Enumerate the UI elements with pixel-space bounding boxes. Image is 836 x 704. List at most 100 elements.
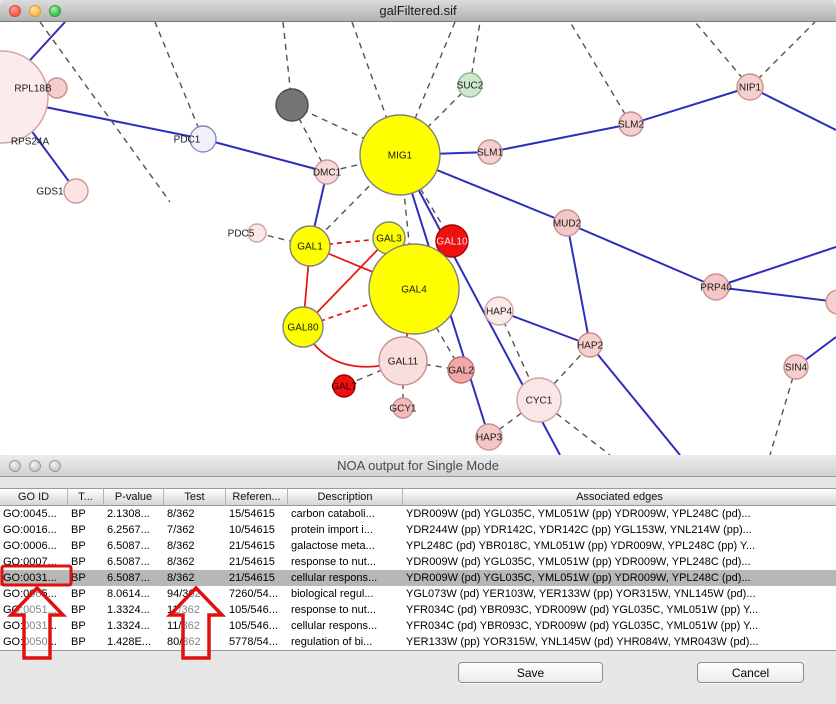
cell-go-id: GO:0065...: [3, 588, 57, 600]
cell-go-id: GO:0051...: [3, 604, 57, 616]
network-node-HAP4[interactable]: [484, 296, 514, 326]
cell-type: BP: [71, 588, 86, 600]
network-edge: [202, 138, 328, 173]
network-node-GAL10[interactable]: [435, 224, 469, 258]
network-node-DMC1[interactable]: [314, 159, 340, 185]
column-header-description[interactable]: Description: [288, 489, 403, 506]
column-header-go-id[interactable]: GO ID: [0, 489, 68, 506]
column-header-p-value[interactable]: P-value: [104, 489, 164, 506]
network-node-GCY1[interactable]: [392, 397, 414, 419]
node-label-GAL1: GAL1: [297, 242, 323, 253]
column-header-test[interactable]: Test: [164, 489, 226, 506]
network-edge: [715, 286, 836, 303]
zoom-button[interactable]: [49, 460, 61, 472]
close-button[interactable]: [9, 5, 21, 17]
cell-associated-edges: YDR009W (pd) YGL035C, YML051W (pp) YDR00…: [406, 556, 751, 568]
cell-test: 11/362: [167, 604, 200, 616]
cell-test: 80/362: [167, 636, 201, 648]
network-node-GAL80[interactable]: [282, 306, 324, 348]
cell-reference: 21/54615: [229, 572, 275, 584]
network-node-GAL4[interactable]: [368, 243, 460, 335]
cell-p-value: 1.428E...: [107, 636, 152, 648]
network-node-CYC1[interactable]: [516, 377, 562, 423]
cell-go-id: GO:0050...: [3, 636, 57, 648]
node-label-GAL7: GAL7: [331, 382, 357, 393]
network-node-edge-node-right[interactable]: [825, 289, 836, 315]
node-label-GAL3: GAL3: [376, 234, 402, 245]
network-edge: [39, 22, 171, 203]
cell-go-id: GO:0031...: [3, 620, 57, 632]
node-label-SLM1: SLM1: [477, 148, 504, 159]
network-node-GDS1[interactable]: [63, 178, 89, 204]
network-node-MIG1[interactable]: [359, 114, 441, 196]
cell-p-value: 6.5087...: [107, 540, 150, 552]
cell-description: protein import i...: [291, 524, 373, 536]
column-header-t-[interactable]: T...: [68, 489, 104, 506]
node-label-GAL10: GAL10: [436, 237, 468, 248]
network-node-PDC5[interactable]: [247, 223, 267, 243]
cell-reference: 21/54615: [229, 556, 275, 568]
network-edge: [44, 106, 204, 140]
node-label-GDS1: GDS1: [36, 187, 64, 198]
cell-type: BP: [71, 572, 86, 584]
cancel-button[interactable]: Cancel: [697, 662, 804, 683]
node-label-SLM2: SLM2: [618, 120, 645, 131]
cell-go-id: GO:0006...: [3, 540, 57, 552]
network-edge: [569, 22, 632, 125]
network-node-RPL18B[interactable]: [46, 77, 68, 99]
cell-description: cellular respons...: [291, 620, 378, 632]
minimize-button[interactable]: [29, 460, 41, 472]
cell-description: response to nut...: [291, 556, 376, 568]
network-node-NIP1[interactable]: [736, 73, 764, 101]
network-node-GAL11[interactable]: [378, 336, 428, 386]
network-node-PRP40[interactable]: [702, 273, 730, 301]
traffic-lights-inactive: [9, 460, 61, 472]
cell-associated-edges: YDR009W (pd) YGL035C, YML051W (pp) YDR00…: [406, 572, 751, 584]
noa-window-titlebar[interactable]: NOA output for Single Mode: [0, 455, 836, 477]
node-label-HAP4: HAP4: [486, 307, 513, 318]
save-button[interactable]: Save: [458, 662, 603, 683]
zoom-button[interactable]: [49, 5, 61, 17]
network-node-PDC1[interactable]: [189, 125, 217, 153]
minimize-button[interactable]: [29, 5, 41, 17]
column-header-associated-edges[interactable]: Associated edges: [403, 489, 836, 506]
network-node-SUC2[interactable]: [457, 72, 483, 98]
network-node-SIN4[interactable]: [783, 354, 809, 380]
cell-reference: 10/54615: [229, 524, 275, 536]
cell-p-value: 6.5087...: [107, 556, 150, 568]
network-node-HAP2[interactable]: [577, 332, 603, 358]
network-node-HAP3[interactable]: [475, 423, 503, 451]
cell-go-id: GO:0045...: [3, 508, 57, 520]
network-node-MUD2[interactable]: [553, 209, 581, 237]
network-node-SLM1[interactable]: [477, 139, 503, 165]
cell-associated-edges: YFR034C (pd) YBR093C, YDR009W (pd) YGL03…: [406, 604, 759, 616]
network-edge: [589, 344, 681, 455]
network-node-GAL1[interactable]: [289, 225, 331, 267]
network-node-SLM2[interactable]: [618, 111, 644, 137]
network-node-GAL2[interactable]: [447, 356, 475, 384]
node-label-GAL11: GAL11: [388, 357, 419, 368]
network-window-titlebar[interactable]: galFiltered.sif: [0, 0, 836, 22]
network-node-gray-node[interactable]: [275, 88, 309, 122]
network-node-edge-node-left[interactable]: [0, 50, 49, 144]
network-node-GAL7[interactable]: [332, 374, 356, 398]
close-button[interactable]: [9, 460, 21, 472]
node-label-CYC1: CYC1: [526, 396, 553, 407]
column-header-referen-[interactable]: Referen...: [226, 489, 288, 506]
cell-associated-edges: YDR244W (pp) YDR142C, YDR142C (pp) YGL15…: [406, 524, 752, 536]
